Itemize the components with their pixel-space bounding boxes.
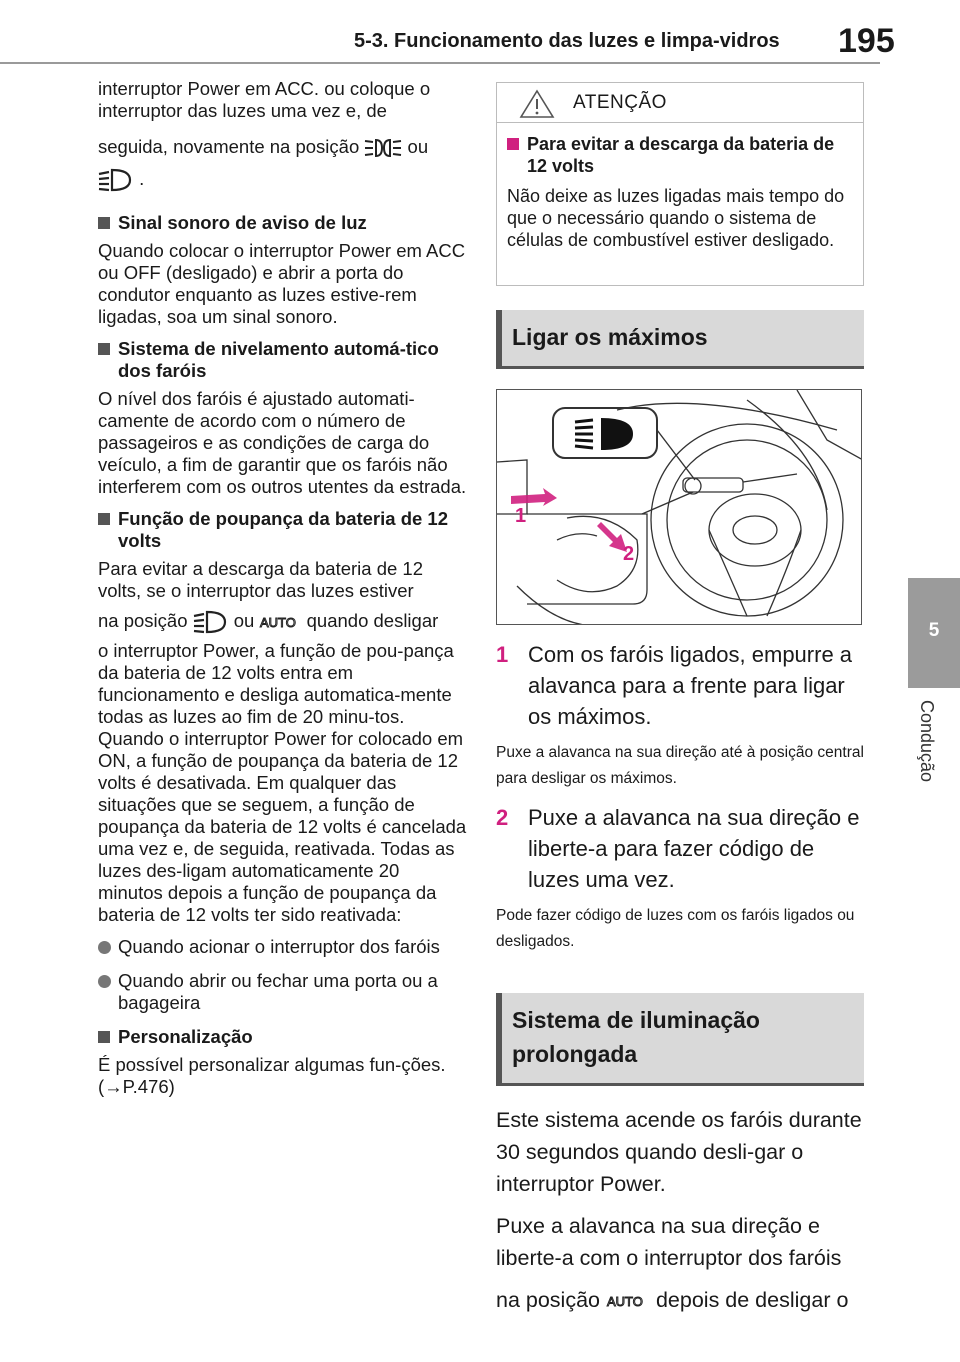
intro-line2-before: seguida, novamente na posição — [98, 136, 360, 157]
caution-box: ATENÇÃO Para evitar a descarga da bateri… — [496, 82, 864, 286]
caution-subheading: Para evitar a descarga da bateria de 12 … — [507, 133, 853, 177]
header-rule — [0, 62, 880, 64]
auto-icon: AUTO — [259, 614, 301, 631]
chapter-tab: 5 — [908, 578, 960, 688]
battery-saver-text3: o interruptor Power, a função de pou-pan… — [98, 640, 467, 925]
list-item-text: Quando acionar o interruptor dos faróis — [118, 936, 440, 957]
square-bullet-icon — [98, 217, 110, 229]
subheading-battery-saver: Função de poupança da bateria de 12 volt… — [98, 508, 468, 552]
auto-icon-text: AUTO — [260, 615, 296, 630]
section-bar-accent — [496, 310, 502, 369]
page-number: 195 — [838, 22, 895, 60]
extended-lighting-para3: na posição AUTO depois de desligar o — [496, 1278, 864, 1322]
subheading-text: Sistema de nivelamento automá-tico dos f… — [118, 338, 439, 381]
section-heading-extended-lighting: Sistema de iluminação prolongada — [496, 993, 864, 1086]
round-bullet-icon — [98, 941, 111, 954]
section-heading-high-beam: Ligar os máximos — [496, 310, 864, 369]
battery-saver-text1: Para evitar a descarga da bateria de 12 … — [98, 558, 423, 601]
square-bullet-icon — [98, 513, 110, 525]
step1-note: Puxe a alavanca na sua direção até à pos… — [496, 744, 864, 787]
list-item-text: Quando abrir ou fechar uma porta ou a ba… — [118, 970, 438, 1013]
step2-note: Pode fazer código de luzes com os faróis… — [496, 907, 855, 950]
right-column: ATENÇÃO Para evitar a descarga da bateri… — [496, 82, 864, 1332]
auto-icon-text: AUTO — [607, 1294, 643, 1309]
intro-line3: . — [98, 166, 468, 194]
extended-lighting-para1: Este sistema acende os faróis durante 30… — [496, 1108, 862, 1196]
step-number: 2 — [496, 805, 509, 830]
subheading-text: Sinal sonoro de aviso de luz — [118, 212, 367, 233]
intro-line1: interruptor Power em ACC. ou coloque o i… — [98, 78, 431, 121]
chapter-label: Condução — [917, 700, 937, 783]
battery-saver-text2: na posição ou AUTO quando desligar — [98, 602, 468, 640]
auto-icon: AUTO — [606, 1293, 650, 1310]
intro-line3-after: . — [139, 167, 145, 189]
square-bullet-icon — [98, 1031, 110, 1043]
chapter-number: 5 — [928, 620, 940, 641]
caution-subheading-text: Para evitar a descarga da bateria de 12 … — [527, 134, 835, 176]
intro-line2-after: ou — [407, 136, 429, 157]
square-bullet-icon — [98, 343, 110, 355]
section-heading-text: Ligar os máximos — [512, 324, 708, 350]
para3-after: depois de desligar o — [655, 1288, 849, 1312]
step-1: 1 Com os faróis ligados, empurre a alava… — [496, 639, 864, 732]
subheading-text: Personalização — [118, 1026, 253, 1047]
section-bar-accent — [496, 993, 502, 1086]
para3-before: na posição — [496, 1288, 600, 1312]
battery-text2-mid: ou — [233, 610, 255, 631]
running-header: 5-3. Funcionamento das luzes e limpa-vid… — [354, 30, 780, 52]
square-bullet-icon — [507, 138, 519, 150]
intro-line2: seguida, novamente na posição ou — [98, 132, 468, 162]
lever-illustration: 1 2 — [496, 389, 862, 625]
parking-light-icon — [364, 137, 402, 159]
section-heading-text: Sistema de iluminação prolongada — [512, 1007, 760, 1067]
step-2: 2 Puxe a alavanca na sua direção e liber… — [496, 802, 864, 895]
subheading-light-warning: Sinal sonoro de aviso de luz — [98, 212, 468, 234]
subheading-text: Função de poupança da bateria de 12 volt… — [118, 508, 449, 551]
figure-label-2: 2 — [623, 543, 634, 565]
caution-header: ATENÇÃO — [497, 83, 863, 123]
extended-lighting-para2: Puxe a alavanca na sua direção e liberte… — [496, 1214, 842, 1270]
customization-text: É possível personalizar algumas fun-ções… — [98, 1054, 446, 1097]
subheading-customization: Personalização — [98, 1026, 468, 1048]
figure-label-1: 1 — [515, 505, 526, 527]
list-item: Quando abrir ou fechar uma porta ou a ba… — [98, 970, 468, 1014]
left-column: interruptor Power em ACC. ou coloque o i… — [98, 78, 468, 1108]
subheading-auto-leveling: Sistema de nivelamento automá-tico dos f… — [98, 338, 468, 382]
auto-leveling-text: O nível dos faróis é ajustado automati-c… — [98, 388, 467, 497]
caution-body: Para evitar a descarga da bateria de 12 … — [497, 123, 863, 251]
headlight-icon — [193, 608, 229, 636]
warning-triangle-icon — [519, 89, 555, 124]
headlight-icon — [98, 166, 134, 194]
battery-text2-before: na posição — [98, 610, 188, 631]
caution-text: Não deixe as luzes ligadas mais tempo do… — [507, 186, 845, 250]
battery-text2-after: quando desligar — [306, 610, 439, 631]
round-bullet-icon — [98, 975, 111, 988]
step-number: 1 — [496, 642, 509, 667]
list-item: Quando acionar o interruptor dos faróis — [98, 936, 468, 958]
light-warning-text: Quando colocar o interruptor Power em AC… — [98, 240, 466, 327]
step-text: Puxe a alavanca na sua direção e liberte… — [528, 805, 860, 892]
step-text: Com os faróis ligados, empurre a alavanc… — [528, 642, 853, 729]
caution-title: ATENÇÃO — [573, 92, 667, 113]
